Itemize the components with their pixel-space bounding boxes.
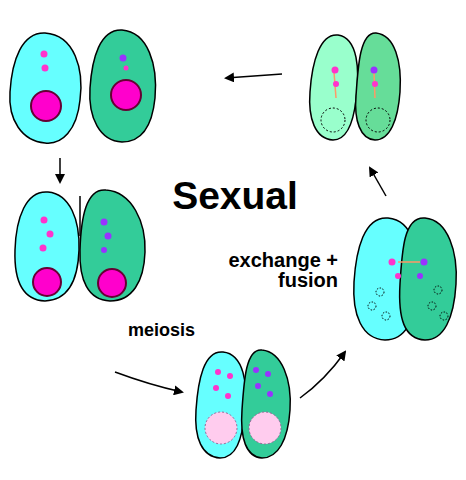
diagram-title: Sexual — [140, 176, 330, 215]
cell-pair — [310, 33, 401, 140]
cell-pair — [10, 30, 156, 143]
cycle-arrow — [60, 74, 386, 398]
cell-pair — [196, 350, 291, 458]
stage-label: exchange + fusion — [226, 250, 338, 290]
stage-label: meiosis — [128, 321, 218, 339]
cell-pair — [15, 190, 145, 301]
cell-pair — [354, 218, 456, 340]
